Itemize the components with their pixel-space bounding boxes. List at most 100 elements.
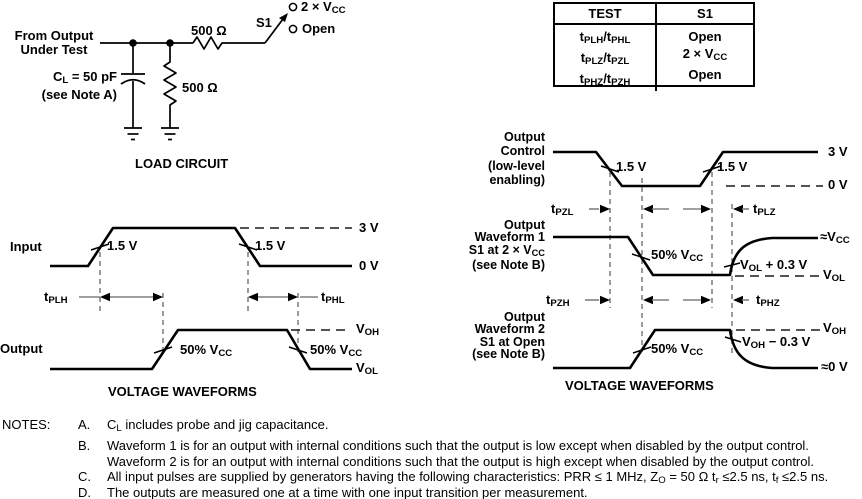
load-circuit-schematic: [100, 2, 298, 141]
note-b-letter: B.: [78, 438, 91, 453]
table-cell-tphz-tpzh: tPHZ/tPZH: [579, 71, 631, 89]
crossing-tick: [723, 262, 741, 268]
output-control-label: Output Control (low-level enabling): [488, 130, 545, 188]
level-3v-label: 3 V: [828, 144, 848, 159]
input-waveform-trace: [50, 226, 352, 268]
series-resistor: [192, 36, 265, 50]
vol-plus-03-label: VOL + 0.3 V: [740, 257, 808, 275]
waveform2-trace: [553, 328, 818, 370]
arrowhead-right: [600, 295, 610, 305]
left-voltage-waveforms-title: VOLTAGE WAVEFORMS: [108, 384, 257, 399]
output-waveform-label: Output: [0, 341, 43, 356]
note-a-letter: A.: [78, 417, 91, 432]
tpzl-label: tPZL: [551, 201, 574, 219]
arrowhead-left: [643, 204, 653, 214]
level-0v-label: 0 V: [828, 177, 848, 192]
crossing-tick: [600, 165, 620, 173]
note-d-letter: D.: [78, 485, 91, 499]
output-fall-threshold-label: 50% VCC: [310, 342, 363, 360]
crossing-tick: [702, 165, 722, 173]
note-c-text: All input pulses are supplied by generat…: [107, 469, 829, 487]
control-rise-threshold-label: 1.5 V: [717, 159, 748, 174]
voh-minus-03-label: VOH − 0.3 V: [742, 334, 811, 352]
output-waveform1-label: Output Waveform 1 S1 at 2 × VCC (see Not…: [468, 218, 545, 273]
load-capacitance-label: CL = 50 pF (see Note A): [41, 69, 117, 102]
notes-label: NOTES:: [2, 417, 51, 432]
switch-terminal-open: [288, 24, 298, 34]
load-circuit-title: LOAD CIRCUIT: [135, 156, 229, 171]
s1-column-header: S1: [697, 6, 713, 21]
input-rise-threshold-label: 1.5 V: [107, 238, 138, 253]
crossing-tick: [90, 243, 110, 251]
crossing-tick: [631, 253, 651, 261]
table-cell-2xvcc: 2 × VCC: [682, 46, 728, 64]
enable-waveform-art: [553, 150, 823, 370]
voh-label: VOH: [356, 321, 380, 339]
level-0v-label: 0 V: [359, 258, 379, 273]
switch-terminal-2xvcc: [288, 2, 298, 12]
output-rise-threshold-label: 50% VCC: [180, 342, 233, 360]
arrowhead-left: [100, 292, 110, 302]
crossing-tick: [632, 346, 652, 354]
crossing-tick: [724, 336, 742, 343]
approx-0v-label: ≈0 V: [821, 359, 848, 374]
waveform1-threshold-label: 50% VCC: [651, 247, 704, 265]
shunt-resistor-label: 500 Ω: [182, 80, 218, 95]
tplz-label: tPLZ: [753, 201, 776, 219]
s1-column-values: Open 2 × VCC Open: [657, 25, 753, 91]
output-waveform2-label: Output Waveform 2 S1 at Open (see Note B…: [472, 310, 545, 362]
switch-position-open-label: Open: [302, 21, 336, 36]
arrowhead-left: [733, 295, 743, 305]
s1-test-table: TEST S1 tPLH/tPHL tPLZ/tPZL tPHZ/tPZH Op…: [553, 2, 755, 92]
input-fall-threshold-label: 1.5 V: [255, 238, 286, 253]
level-3v-label: 3 V: [359, 220, 379, 235]
series-resistor-label: 500 Ω: [191, 23, 227, 38]
s1-switch-arm: [264, 18, 284, 44]
tphz-label: tPHZ: [756, 292, 780, 310]
output-control-trace: [553, 150, 818, 188]
arrowhead-right: [600, 204, 610, 214]
note-d-text: The outputs are measured one at a time w…: [107, 485, 588, 499]
table-cell-open: Open: [688, 67, 722, 83]
switch-position-2xvcc-label: 2 × VCC: [301, 0, 346, 17]
note-a-text: CL includes probe and jig capacitance.: [107, 417, 329, 435]
tplh-label: tPLH: [44, 289, 68, 307]
ground-symbol: [124, 127, 142, 141]
s1-switch-arrowhead: [279, 13, 288, 22]
ground-symbol: [161, 127, 179, 141]
table-cell-tplz-tpzl: tPLZ/tPZL: [580, 50, 630, 68]
note-b-text-line1: Waveform 1 is for an output with interna…: [107, 438, 809, 453]
arrowhead-left: [733, 204, 743, 214]
control-fall-threshold-label: 1.5 V: [616, 159, 647, 174]
vol-label: VOL: [823, 267, 846, 285]
test-column-values: tPLH/tPHL tPLZ/tPZL tPHZ/tPZH: [555, 25, 657, 92]
arrowhead-right: [701, 204, 711, 214]
tpzh-label: tPZH: [546, 292, 570, 310]
arrowhead-right: [153, 292, 163, 302]
crossing-tick: [153, 346, 173, 354]
from-output-under-test-label: From Output Under Test: [14, 28, 94, 57]
right-voltage-waveforms-title: VOLTAGE WAVEFORMS: [565, 378, 714, 393]
test-column-header: TEST: [555, 4, 657, 23]
table-cell-open: Open: [688, 29, 722, 44]
waveform2-threshold-label: 50% VCC: [651, 341, 704, 359]
arrowhead-left: [643, 295, 653, 305]
prop-delay-waveform-art: [50, 226, 352, 371]
note-b-text-line2: Waveform 2 is for an output with interna…: [107, 454, 814, 469]
vol-label: VOL: [356, 360, 379, 378]
shunt-resistor: [163, 43, 177, 128]
tphl-label: tPHL: [321, 289, 345, 307]
s1-table-header: TEST S1: [555, 4, 753, 25]
switch-s1-label: S1: [256, 15, 272, 30]
crossing-tick: [238, 243, 258, 251]
s1-table-body: tPLH/tPHL tPLZ/tPZL tPHZ/tPZH Open 2 × V…: [555, 25, 753, 92]
waveform1-trace: [553, 235, 818, 277]
capacitor-plate-bottom: [120, 78, 146, 85]
output-waveform-trace: [50, 328, 352, 371]
note-c-letter: C.: [78, 469, 91, 484]
crossing-tick: [288, 346, 308, 354]
arrowhead-right: [288, 292, 298, 302]
voh-label: VOH: [823, 320, 847, 338]
